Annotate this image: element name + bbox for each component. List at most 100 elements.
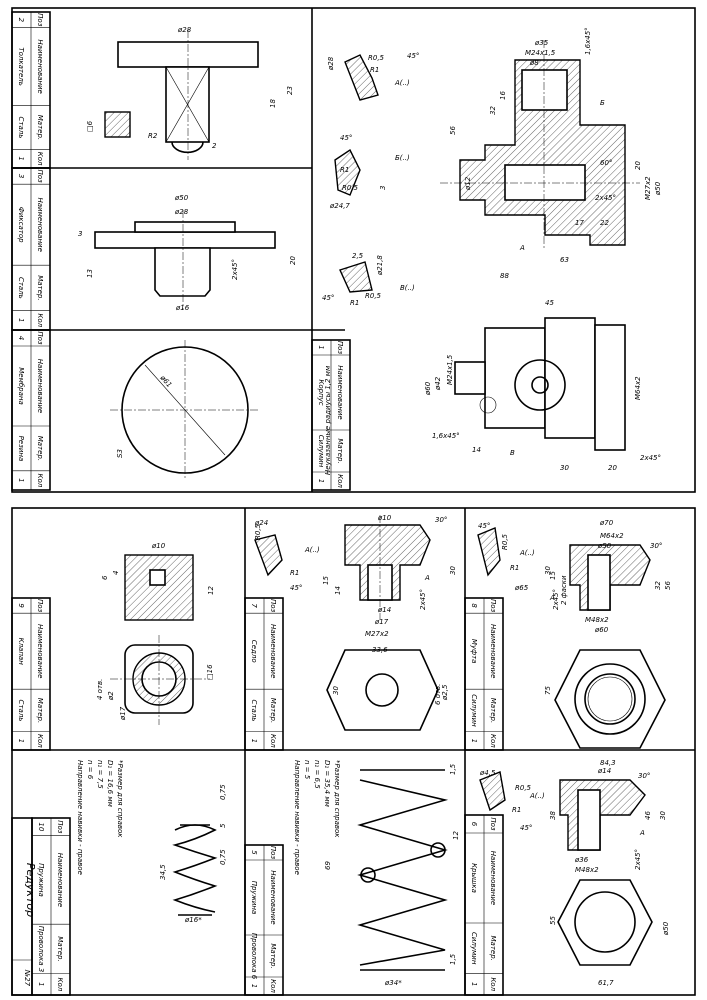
header-name: Наименование (336, 365, 344, 419)
dimension-label: ø36 (574, 856, 589, 864)
dim: ø16 (175, 304, 190, 312)
spring-note: Направление навивки - правое (293, 760, 301, 875)
part-name: Пружина (37, 863, 45, 897)
part-qty: 1 (37, 982, 45, 986)
dimension-label: 0,75 (219, 849, 227, 865)
part-name: Муфта (470, 639, 478, 664)
dimension-label: 6 (101, 575, 109, 580)
header-name: Наименование (36, 197, 44, 251)
header-pos: Поз (269, 846, 277, 860)
dim: 2x45° (231, 259, 239, 280)
dimension-label: M64x2 (600, 532, 624, 540)
dimension-label: 45° (340, 134, 352, 142)
dimension-label: 4 отв. (96, 679, 104, 700)
dimension-label: 2,5 (352, 252, 364, 260)
header-name: Наименование (489, 851, 497, 905)
dim: ø61 (158, 373, 173, 389)
dimension-label: A(..) (529, 792, 545, 800)
dimension-label: 60° (600, 159, 612, 167)
header-material: Матер. (269, 698, 277, 723)
dim: S3 (116, 449, 124, 458)
part-name: Крышка (470, 863, 478, 893)
spring-note: n = 5 (303, 760, 311, 780)
part-name: Седло (250, 640, 258, 663)
header-name: Наименование (36, 624, 44, 678)
part-qty: 1 (17, 318, 25, 322)
dimension-label: R0,5 (501, 533, 509, 550)
dimension-label: A (549, 594, 555, 602)
dimension-label: □16 (206, 664, 214, 680)
spring-note: D₁ = 16,6 мм (106, 760, 114, 808)
dimension-label: ø16* (184, 916, 202, 924)
part-pos: 5 (250, 850, 258, 855)
dimension-label: 45° (478, 522, 490, 530)
dimension-label: R1 (510, 564, 519, 572)
dimension-label: ø60 (594, 626, 609, 634)
part2-drawing: ø28 23 18 □6 R2 2 (86, 26, 294, 160)
header-qty: Кол (56, 978, 64, 992)
dimension-label: 0,75 (219, 784, 227, 800)
part-pos: 4 (17, 336, 25, 340)
dimension-label: 22 (600, 219, 609, 227)
dimension-label: ø2 (107, 691, 115, 701)
part-pos: 10 (37, 822, 45, 831)
spring-note: *Размер для справок (116, 760, 124, 838)
dimension-label: M24x1,5 (525, 49, 556, 57)
dimension-label: R1 (290, 569, 299, 577)
dimension-label: 69 (324, 861, 332, 870)
dimension-label: 34,5 (159, 864, 167, 880)
dimension-label: ø34* (384, 979, 402, 987)
part-name: Толкатель (17, 47, 25, 86)
part-material: Резина (17, 436, 25, 462)
title-block: Поз10НаименованиеПружинаМатер.Проволока … (31, 817, 71, 996)
dimension-label: 45° (407, 52, 419, 60)
header-qty: Кол (336, 474, 344, 488)
header-qty: Кол (36, 313, 44, 327)
header-name: Наименование (269, 624, 277, 678)
part-name: Корпус (317, 379, 325, 405)
dimension-label: 45° (520, 824, 532, 832)
dimension-label: 63 (560, 256, 569, 264)
dimension-label: 32 (654, 581, 662, 590)
part-material: Проволока 6 (250, 933, 258, 980)
dimension-label: 2x45° (640, 454, 661, 462)
dimension-label: ø24,7 (329, 202, 350, 210)
dimension-label: 5 (219, 823, 227, 828)
part1-drawing: ø35M24x1,5ø81,6x45°163256Б60°ø1220ø50M27… (322, 27, 662, 475)
dimension-label: 30 (332, 686, 340, 695)
dimension-label: ø50 (654, 181, 662, 196)
dimension-label: 30 (659, 811, 667, 820)
part4-drawing: ø61 S3 (110, 340, 260, 480)
spring-note: n = 6 (86, 760, 94, 780)
part-qty: 1 (470, 982, 478, 986)
part-material: Сталь (250, 700, 258, 722)
dimension-label: 12 (207, 586, 215, 595)
part-material: Силумин (470, 932, 478, 965)
dimension-label: A(..) (394, 79, 410, 87)
dimension-label: ø70 (599, 519, 614, 527)
dimension-label: 45 (545, 299, 554, 307)
dimension-label: 20 (634, 161, 642, 170)
dimension-label: 56 (664, 581, 672, 590)
dim: 23 (286, 86, 294, 95)
part-name: Мембрана (17, 367, 25, 405)
part-pos: 1 (317, 345, 325, 349)
header-pos: Поз (489, 817, 497, 831)
dimension-label: 55 (549, 916, 557, 925)
dim: ø28 (174, 208, 189, 216)
dimension-label: ø17 (374, 618, 389, 626)
header-qty: Кол (269, 734, 277, 748)
dimension-label: M48x2 (585, 616, 609, 624)
note-radii: Неуказанные радиусы 1,2 мм (324, 365, 332, 475)
dim: ø50 (174, 194, 189, 202)
dimension-label: R0,5 (515, 784, 532, 792)
header-qty: Кол (36, 152, 44, 166)
dimension-label: 45° (322, 294, 334, 302)
